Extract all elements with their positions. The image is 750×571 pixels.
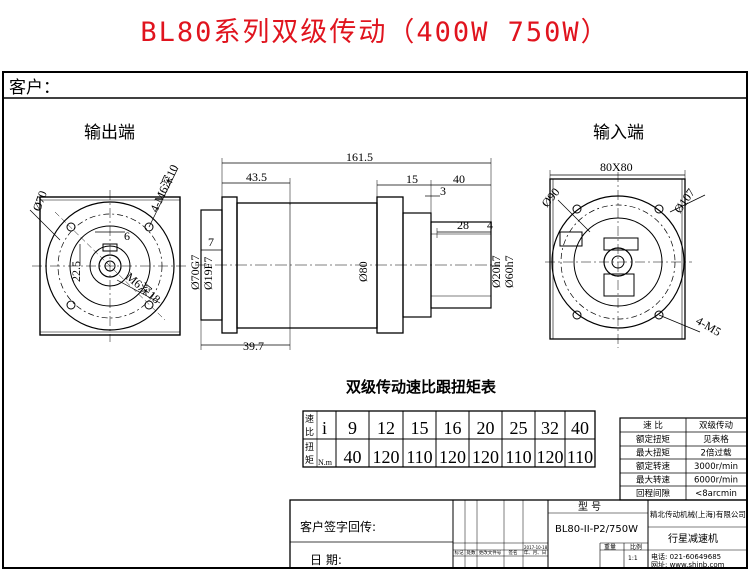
- model-value: BL80-II-P2/750W: [555, 524, 638, 535]
- torque-head-2: 矩: [305, 454, 314, 466]
- spec-value: 见表格: [703, 434, 729, 445]
- ratio-head-1: 速: [305, 414, 314, 425]
- dim-3: 3: [440, 184, 446, 198]
- input-end-view: [545, 170, 706, 348]
- spec-label: 最大转速: [636, 475, 671, 486]
- spec-label: 速 比: [643, 420, 663, 431]
- spec-label: 最大扭矩: [636, 448, 671, 459]
- torque-cell: 120: [537, 447, 564, 467]
- revision-col-label: 处数: [467, 549, 476, 556]
- product-name: 行星减速机: [668, 532, 718, 545]
- torque-cell: 120: [439, 447, 466, 467]
- ratio-cell: 9: [348, 418, 357, 438]
- dim-dia70: Ø70: [30, 189, 50, 213]
- revision-col-label: 年、月、日: [524, 549, 547, 556]
- dim-m6-depth10: 4-M6深10: [147, 162, 181, 214]
- spec-value: 3000r/min: [694, 462, 738, 472]
- ratio-cell: 20: [477, 418, 495, 438]
- dim-15: 15: [406, 172, 418, 186]
- dim-dia80: Ø80: [356, 261, 370, 282]
- revision-col-label: 签名: [509, 549, 518, 556]
- dim-40: 40: [453, 172, 465, 186]
- dim-22-5: 22.5: [69, 261, 83, 282]
- torque-cell: 40: [344, 447, 362, 467]
- ratio-cell: 25: [510, 418, 528, 438]
- output-end-view: [29, 167, 188, 342]
- dim-total-161-5: 161.5: [346, 150, 373, 164]
- dim-dia19f7: Ø19F7: [201, 257, 215, 290]
- scale-value: 1:1: [628, 555, 638, 562]
- dim-m5: 4-M5: [694, 313, 724, 338]
- revision-columns: 标记处数更改文件号签名年、月、日: [455, 549, 547, 556]
- ratio-head-i: i: [322, 418, 327, 438]
- ratio-table-title: 双级传动速比跟扭矩表: [346, 378, 497, 396]
- customer-label: 客户：: [9, 78, 60, 98]
- torque-cell: 110: [505, 447, 531, 467]
- dim-dia90: Ø90: [539, 185, 563, 210]
- ratio-cell: 12: [377, 418, 395, 438]
- dim-6: 6: [124, 229, 130, 243]
- torque-cell: 120: [373, 447, 400, 467]
- spec-label: 回程间隙: [636, 488, 671, 499]
- dim-43-5: 43.5: [246, 170, 267, 184]
- torque-cell: 110: [406, 447, 432, 467]
- torque-head-unit: N.m: [318, 458, 333, 467]
- dim-39-7: 39.7: [243, 339, 264, 353]
- dim-dia20h7: Ø20h7: [489, 255, 503, 288]
- output-end-label: 输出端: [84, 123, 135, 143]
- torque-cell: 110: [567, 447, 593, 467]
- dim-7: 7: [208, 235, 214, 249]
- phone: 电话: 021-60649685: [651, 552, 721, 561]
- title-block: [289, 499, 748, 569]
- spec-label: 额定转速: [636, 461, 671, 472]
- dim-4: 4: [487, 218, 493, 232]
- dim-dia60h7: Ø60h7: [502, 255, 516, 288]
- page-title: BL80系列双级传动（400W 750W）: [140, 17, 610, 48]
- revision-col-label: 标记: [455, 549, 464, 556]
- spec-value: 6000r/min: [694, 476, 738, 486]
- weight-label: 重量: [604, 543, 616, 551]
- sign-label: 客户签字回传:: [300, 519, 376, 534]
- spec-label: 额定扭矩: [636, 434, 671, 445]
- revision-col-label: 更改文件号: [479, 549, 502, 556]
- spec-table: [619, 417, 748, 501]
- ratio-head-2: 比: [305, 426, 314, 438]
- revision-date: 2017-10-18: [524, 545, 548, 550]
- torque-cell: 120: [472, 447, 499, 467]
- model-label: 型 号: [578, 500, 601, 513]
- scale-label: 比例: [630, 543, 642, 551]
- dim-dia70g7: Ø70G7: [188, 255, 202, 290]
- ratio-cell: 32: [541, 418, 559, 438]
- ratio-cell: 16: [444, 418, 462, 438]
- spec-value: 2倍过载: [701, 448, 732, 459]
- ratio-table: [302, 410, 596, 468]
- dim-80x80: 80X80: [600, 160, 633, 174]
- website: 网址: www.shjnb.com: [651, 560, 725, 569]
- ratio-cell: 15: [411, 418, 429, 438]
- side-view: [195, 158, 500, 350]
- torque-head-1: 扭: [305, 441, 314, 453]
- company-name: 精北传动机械(上海)有限公司: [650, 509, 746, 519]
- spec-value: <8arcmin: [695, 489, 737, 499]
- dim-28: 28: [457, 218, 469, 232]
- input-end-label: 输入端: [593, 123, 644, 143]
- spec-value: 双级传动: [699, 420, 734, 431]
- date-label: 日 期:: [310, 553, 342, 567]
- ratio-cell: 40: [571, 418, 589, 438]
